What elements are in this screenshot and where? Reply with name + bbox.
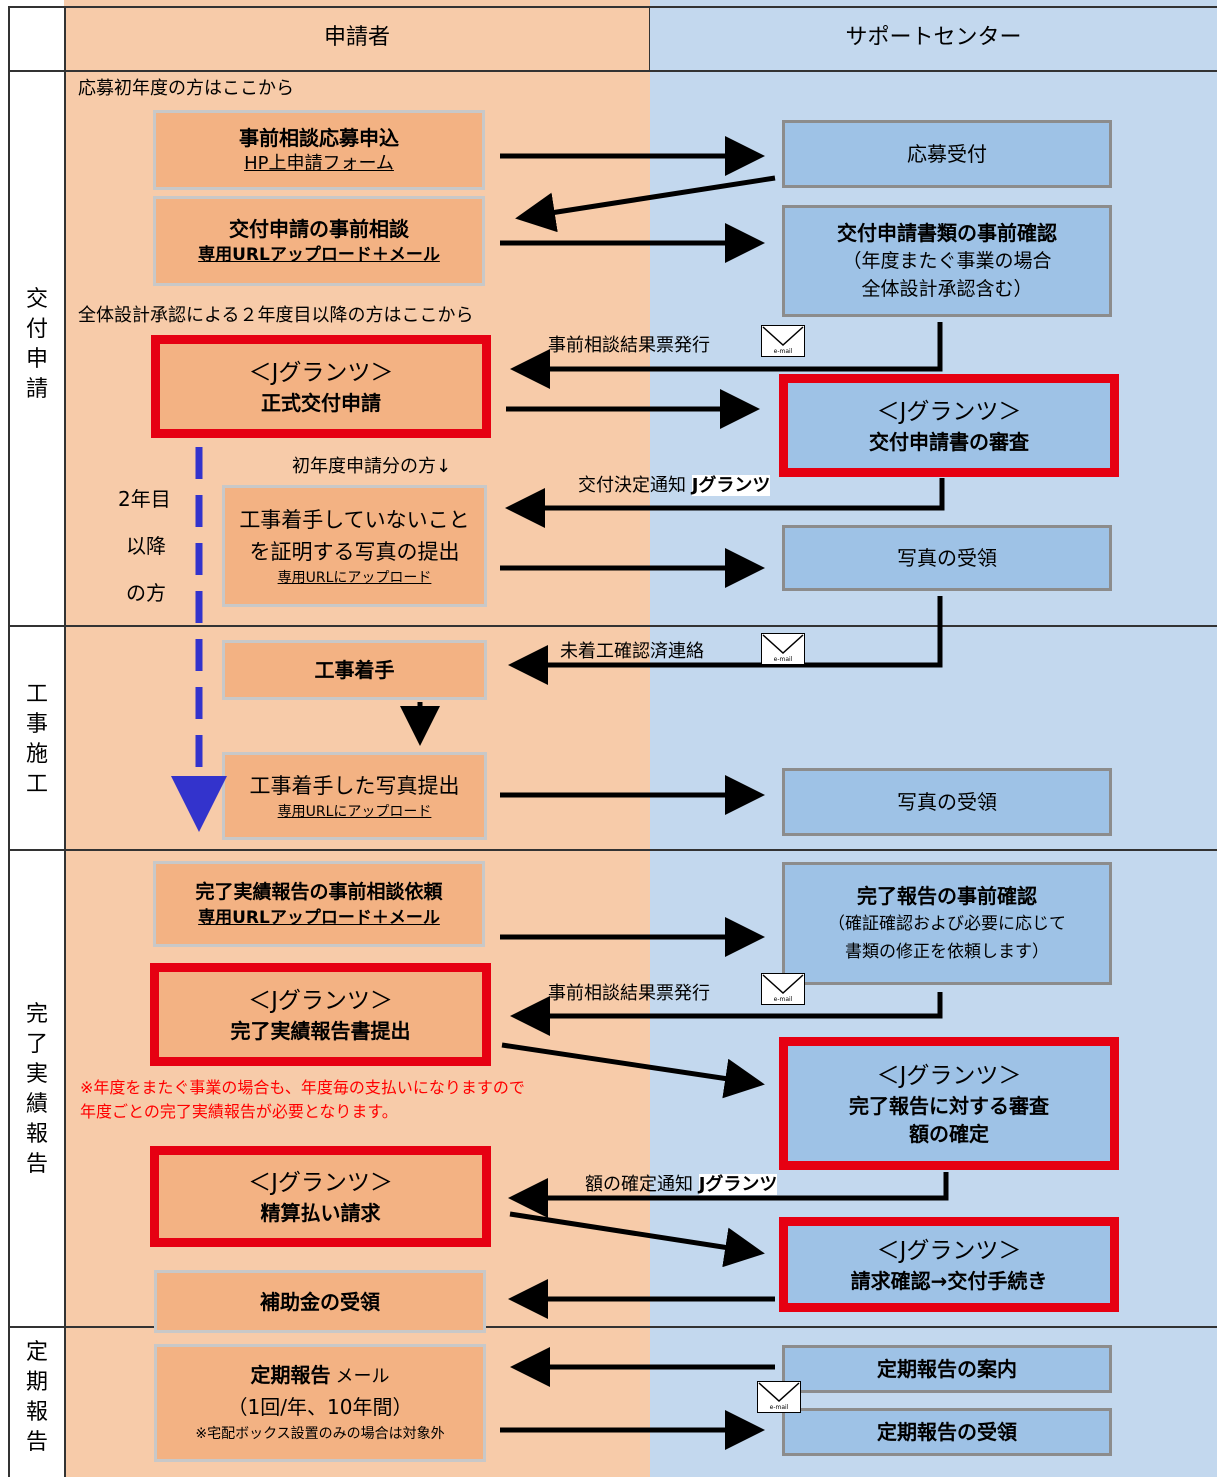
box-periodic-report: 定期報告 メール （1回/年、10年間） ※宅配ボックス設置のみの場合は対象外 [154, 1344, 486, 1462]
arrow-report-to-review [501, 1042, 765, 1099]
arrow-receipt-to-preconsult [515, 175, 776, 233]
arrow-request-to-payment [509, 1211, 765, 1268]
phase-completion-report: 完了実績報告 [25, 1002, 48, 1177]
mail-icon: e-mail [761, 325, 805, 357]
box-settlement-request: ＜Jグランツ＞ 精算払い請求 [150, 1146, 491, 1247]
note-first-year-apply: 初年度申請分の方↓ [292, 456, 452, 477]
box-completion-report-submit: ＜Jグランツ＞ 完了実績報告書提出 [150, 963, 491, 1066]
phase-grant-application: 交付申請 [25, 287, 48, 402]
box-pre-consult-application: 事前相談応募申込 HP上申請フォーム [153, 110, 485, 190]
note-second-year-side-1: 2年目 [118, 487, 171, 511]
arrow-completion-precheck-result [510, 992, 943, 1036]
box-grant-pre-consult: 交付申請の事前相談 専用URLアップロード＋メール [153, 196, 485, 286]
label-grant-decision: 交付決定通知 Jグランツ [578, 475, 771, 496]
phase-periodic-report: 定期報告 [25, 1340, 48, 1455]
corner-cell [0, 0, 64, 1477]
note-second-year: 全体設計承認による２年度目以降の方はここから [78, 305, 474, 326]
label-amount-decision: 額の確定通知 Jグランツ [585, 1174, 778, 1195]
box-construction-photo: 工事着手した写真提出 専用URLにアップロード [222, 752, 487, 840]
box-completion-review: ＜Jグランツ＞ 完了報告に対する審査 額の確定 [779, 1037, 1119, 1170]
box-grant-docs-precheck: 交付申請書類の事前確認 （年度またぐ事業の場合 全体設計承認含む） [782, 205, 1112, 317]
label-precheck-result: 事前相談結果票発行 [548, 335, 710, 356]
box-photo-receipt-1: 写真の受領 [782, 525, 1112, 591]
box-photo-receipt-2: 写真の受領 [782, 768, 1112, 836]
mail-icon: e-mail [761, 973, 805, 1005]
mail-icon: e-mail [757, 1381, 801, 1413]
box-pre-construction-photo: 工事着手していないこと を証明する写真の提出 専用URLにアップロード [222, 485, 487, 607]
box-grant-review: ＜Jグランツ＞ 交付申請書の審査 [779, 374, 1119, 477]
arrow-precheck-result [510, 322, 943, 389]
label-unstarted-confirm: 未着工確認済連絡 [560, 641, 704, 662]
box-formal-grant-application: ＜Jグランツ＞ 正式交付申請 [151, 335, 491, 438]
note-first-year: 応募初年度の方はここから [78, 78, 294, 99]
arrow-amount-decision [508, 1172, 949, 1218]
arrow-grant-decision [505, 478, 945, 528]
box-periodic-guide: 定期報告の案内 [782, 1345, 1112, 1393]
box-completion-pre-consult: 完了実績報告の事前相談依頼 専用URLアップロード＋メール [153, 861, 485, 947]
box-periodic-receipt: 定期報告の受領 [782, 1408, 1112, 1456]
note-second-year-side-3: の方 [126, 581, 166, 605]
box-payment-process: ＜Jグランツ＞ 請求確認→交付手続き [779, 1217, 1119, 1312]
arrow-unstarted-confirm [508, 596, 943, 685]
note-second-year-side-2: 以降 [126, 534, 166, 558]
box-application-receipt: 応募受付 [782, 120, 1112, 188]
box-completion-precheck: 完了報告の事前確認 （確証確認および必要に応じて 書類の修正を依頼します） [782, 862, 1112, 985]
box-subsidy-receipt: 補助金の受領 [154, 1270, 486, 1333]
mail-icon: e-mail [761, 633, 805, 665]
note-red-warning: ※年度をまたぐ事業の場合も、年度毎の支払いになりますので 年度ごとの完了実績報告… [80, 1078, 525, 1121]
header-support: サポートセンター [845, 25, 1022, 50]
phase-construction: 工事施工 [25, 682, 48, 797]
header-applicant: 申請者 [323, 25, 390, 50]
box-construction-start: 工事着手 [222, 640, 487, 700]
label-completion-precheck-result: 事前相談結果票発行 [548, 983, 710, 1004]
